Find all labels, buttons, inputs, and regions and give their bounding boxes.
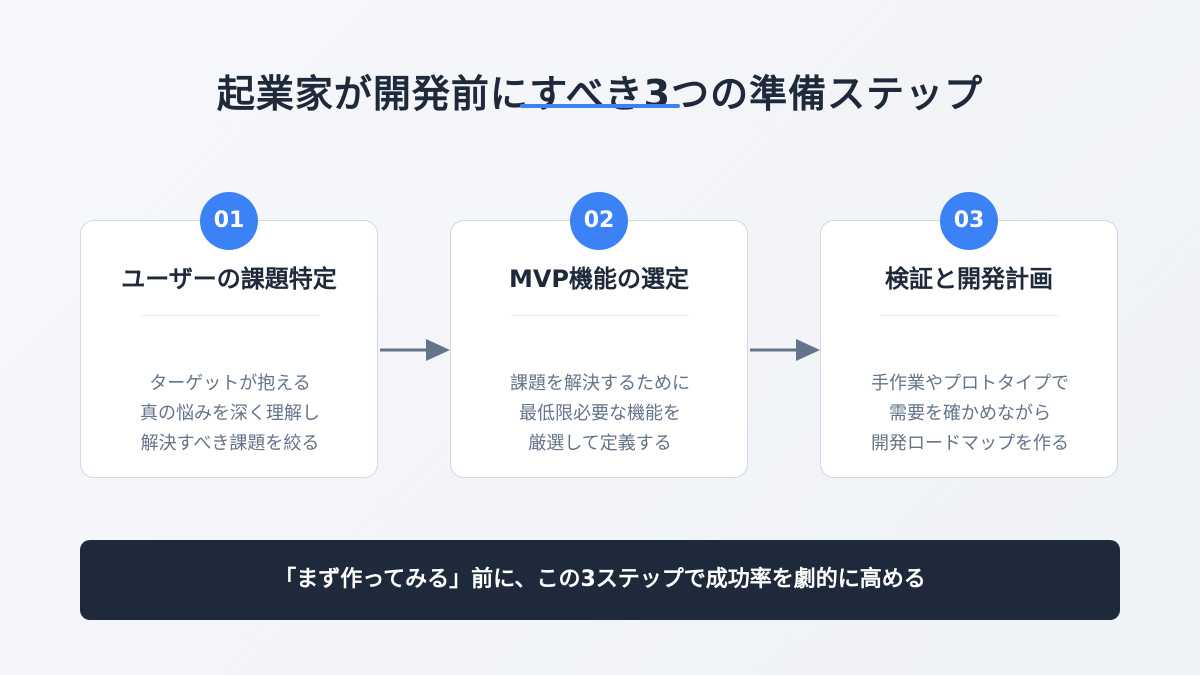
step-divider <box>881 315 1059 316</box>
step-description-line: 課題を解決するために <box>510 373 690 394</box>
step-title: MVP機能の選定 <box>508 265 690 293</box>
step-description: 手作業やプロトタイプで 需要を確かめながら 開発ロードマップを作る <box>831 369 1109 459</box>
step-title: 検証と開発計画 <box>885 265 1053 293</box>
step-description-line: 手作業やプロトタイプで <box>871 373 1069 394</box>
footer-banner: 「まず作ってみる」前に、この3ステップで成功率を劇的に高める <box>80 540 1120 620</box>
step-divider <box>511 315 689 316</box>
title-underline <box>520 104 680 108</box>
page-title: 起業家が開発前にすべき3つの準備ステップ <box>216 72 984 117</box>
step-description-line: 最低限必要な機能を <box>519 403 681 424</box>
step-description: ターゲットが抱える 真の悩みを深く理解し 解決すべき課題を絞る <box>91 369 369 459</box>
step-number-badge: 02 <box>570 192 628 250</box>
step-description-line: 需要を確かめながら <box>889 403 1051 424</box>
step-card-2: MVP機能の選定 課題を解決するために 最低限必要な機能を 厳選して定義する <box>450 220 748 478</box>
arrow-right-icon <box>750 339 820 361</box>
step-divider <box>141 315 319 316</box>
step-description-line: 真の悩みを深く理解し <box>140 403 320 424</box>
step-number-badge: 01 <box>200 192 258 250</box>
step-description: 課題を解決するために 最低限必要な機能を 厳選して定義する <box>461 369 739 459</box>
step-title: ユーザーの課題特定 <box>121 265 337 293</box>
step-description-line: 開発ロードマップを作る <box>871 433 1069 454</box>
step-description-line: 厳選して定義する <box>528 433 672 454</box>
step-card-3: 検証と開発計画 手作業やプロトタイプで 需要を確かめながら 開発ロードマップを作… <box>820 220 1118 478</box>
arrow-right-icon <box>380 339 450 361</box>
step-number-badge: 03 <box>940 192 998 250</box>
step-card-1: ユーザーの課題特定 ターゲットが抱える 真の悩みを深く理解し 解決すべき課題を絞… <box>80 220 378 478</box>
step-description-line: ターゲットが抱える <box>149 373 311 394</box>
step-description-line: 解決すべき課題を絞る <box>140 433 320 454</box>
